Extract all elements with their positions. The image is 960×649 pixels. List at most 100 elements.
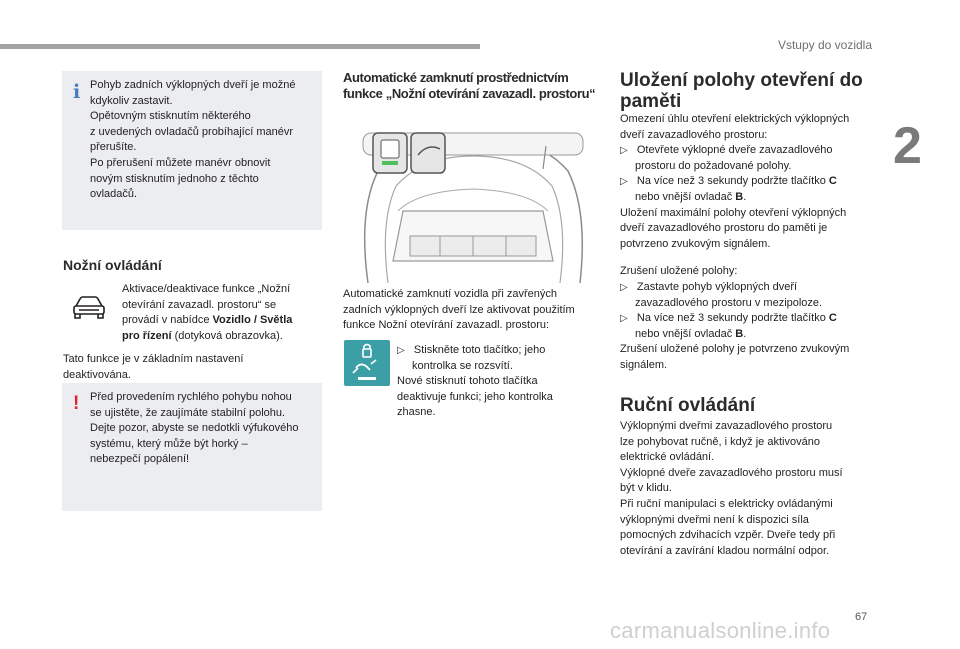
- top-rule: [0, 44, 480, 49]
- warning-line: systému, který může být horký –: [90, 437, 248, 450]
- info-line: novým stisknutím jednoho z těchto: [90, 172, 259, 185]
- text-line: Aktivace/deaktivace funkce „Nožní: [122, 283, 291, 295]
- text-fragment: .: [743, 327, 747, 340]
- text-line: dveří zavazadlového prostoru:: [620, 128, 768, 141]
- manual-text: Výklopnými dveřmi zavazadlového prostoru…: [620, 419, 890, 559]
- car-outline-icon: [72, 294, 106, 320]
- text-fragment: nebo vnější ovladač: [635, 190, 736, 203]
- info-line: Pohyb zadních výklopných dveří je možné: [90, 79, 296, 91]
- info-line: Opětovným stisknutím některého: [90, 110, 251, 123]
- text-line: pro řízení (dotyková obrazovka).: [122, 329, 322, 345]
- info-line: přerušíte.: [90, 141, 137, 154]
- warning-box: ! Před provedením rychlého pohybu nohou …: [62, 383, 322, 511]
- menu-path: pro řízení: [122, 329, 172, 342]
- text-line: Uložení maximální polohy otevření výklop…: [620, 206, 847, 219]
- text-line: nebo vnější ovladač B.: [620, 327, 890, 343]
- foot-control-heading: Nožní ovládání: [63, 257, 162, 273]
- text-line: výklopnými dveřmi není k dispozici síla: [620, 513, 809, 526]
- text-line: Výklopnými dveřmi zavazadlového prostoru: [620, 420, 833, 432]
- bullet-icon: ▷: [620, 281, 628, 293]
- spacer: [620, 252, 890, 264]
- text-line: Nové stisknutí tohoto tlačítka: [397, 375, 538, 388]
- text-line: ▷ Zastavte pohyb výklopných dveří: [620, 280, 890, 296]
- text-fragment: Stiskněte toto tlačítko; jeho: [413, 344, 546, 356]
- text-line: Tato funkce je v základním nastavení: [63, 353, 244, 365]
- button-ref: C: [828, 175, 837, 188]
- text-line: signálem.: [620, 358, 668, 371]
- page-number: 67: [855, 611, 868, 623]
- auto-lock-heading: Automatické zamknutí prostřednictvím fun…: [343, 70, 596, 102]
- warning-line: Dejte pozor, abyste se nedotkli výfukové…: [90, 422, 299, 435]
- text-line: nebo vnější ovladač B.: [620, 190, 890, 206]
- text-fragment: Na více než 3 sekundy podržte tlačítko: [636, 312, 829, 325]
- text-line: dveří zavazadlového prostoru do paměti j…: [620, 222, 828, 235]
- text-line: zavazadlového prostoru v mezipoloze.: [635, 296, 823, 309]
- text-line: Při ruční manipulaci s elektricky ovláda…: [620, 497, 833, 510]
- bullet-icon: ▷: [397, 345, 405, 356]
- text-fragment: provádí v nabídce: [122, 314, 213, 327]
- text-fragment: Zastavte pohyb výklopných dveří: [636, 280, 798, 293]
- button-ref: B: [735, 190, 744, 203]
- car-settings-text: Aktivace/deaktivace funkce „Nožní otevír…: [122, 282, 322, 344]
- info-line: Po přerušení můžete manévr obnovit: [90, 156, 271, 169]
- info-line: ovladačů.: [90, 188, 138, 201]
- heading-line: funkce „Nožní otevírání zavazadl. prosto…: [343, 86, 596, 101]
- text-line: Omezení úhlu otevření elektrických výklo…: [620, 113, 850, 125]
- warning-line: nebezpečí popálení!: [90, 453, 190, 466]
- warning-line: Před provedením rychlého pohybu nohou: [90, 391, 292, 403]
- text-line: funkce Nožní otevírání zavazadl. prostor…: [343, 319, 550, 332]
- text-fragment: .: [743, 190, 747, 203]
- tailgate-photo: [348, 111, 598, 283]
- text-line: zhasne.: [397, 406, 436, 419]
- warning-icon: !: [73, 393, 80, 414]
- text-line: Zrušení uložené polohy:: [620, 265, 738, 278]
- text-line: zadních výklopných dveří lze aktivovat p…: [343, 303, 575, 316]
- text-line: být v klidu.: [620, 482, 672, 495]
- text-fragment: Otevřete výklopné dveře zavazadlového: [636, 144, 833, 157]
- manual-heading: Ruční ovládání: [620, 395, 756, 416]
- chapter-number: 2: [893, 117, 922, 175]
- text-line: lze pohybovat ručně, i když je aktivován…: [620, 435, 820, 448]
- foot-lock-button-icon: [344, 340, 390, 386]
- text-line: deaktivována.: [63, 368, 131, 381]
- text-line: provádí v nabídce Vozidlo / Světla: [122, 313, 322, 329]
- auto-lock-intro: Automatické zamknutí vozidla při zavřený…: [343, 287, 603, 334]
- text-fragment: nebo vnější ovladač: [635, 327, 736, 340]
- text-line: Výklopné dveře zavazadlového prostoru mu…: [620, 466, 843, 479]
- info-box: i Pohyb zadních výklopných dveří je možn…: [62, 71, 322, 230]
- step-text: ▷ Stiskněte toto tlačítko; jeho kontrolk…: [397, 343, 587, 421]
- text-fragment: (dotyková obrazovka).: [171, 329, 283, 342]
- text-line: prostoru do požadované polohy.: [635, 159, 792, 172]
- info-icon: i: [73, 81, 81, 103]
- memory-heading: Uložení polohy otevření do paměti: [620, 70, 863, 112]
- info-line: z uvedených ovladačů probíhající manévr: [90, 125, 294, 138]
- info-line: kdykoliv zastavit.: [90, 94, 173, 107]
- text-line: ▷ Na více než 3 sekundy podržte tlačítko…: [620, 311, 890, 327]
- heading-line: paměti: [620, 91, 682, 112]
- text-line: ▷ Stiskněte toto tlačítko; jeho: [397, 343, 587, 359]
- text-fragment: Na více než 3 sekundy podržte tlačítko: [636, 175, 829, 188]
- text-line: potvrzeno zvukovým signálem.: [620, 237, 771, 250]
- bullet-icon: ▷: [620, 313, 628, 325]
- memory-text: Omezení úhlu otevření elektrických výklo…: [620, 112, 890, 374]
- text-line: Zrušení uložené polohy je potvrzeno zvuk…: [620, 343, 850, 356]
- menu-path: Vozidlo / Světla: [212, 314, 293, 327]
- text-line: kontrolka se rozsvítí.: [412, 359, 513, 372]
- section-header: Vstupy do vozidla: [777, 38, 872, 52]
- text-line: pomocných zdvihacích vzpěr. Dveře tedy p…: [620, 529, 836, 542]
- heading-line: Automatické zamknutí prostřednictvím: [343, 70, 569, 85]
- heading-line: Uložení polohy otevření do: [620, 70, 863, 91]
- info-text: Pohyb zadních výklopných dveří je možné …: [90, 78, 320, 203]
- warning-text: Před provedením rychlého pohybu nohou se…: [90, 390, 320, 468]
- warning-line: se ujistěte, že zaujímáte stabilní poloh…: [90, 406, 286, 419]
- text-line: otevírání a zavírání kladou normální odp…: [620, 544, 830, 557]
- button-ref: C: [828, 312, 837, 325]
- button-ref: B: [735, 327, 744, 340]
- bullet-icon: ▷: [620, 176, 628, 188]
- text-line: otevírání zavazadl. prostoru“ se: [122, 298, 277, 311]
- bullet-icon: ▷: [620, 145, 628, 157]
- text-line: ▷ Na více než 3 sekundy podržte tlačítko…: [620, 174, 890, 190]
- watermark: carmanualsonline.info: [610, 618, 831, 643]
- default-state-text: Tato funkce je v základním nastavení dea…: [63, 352, 323, 383]
- text-line: elektrické ovládání.: [620, 451, 715, 464]
